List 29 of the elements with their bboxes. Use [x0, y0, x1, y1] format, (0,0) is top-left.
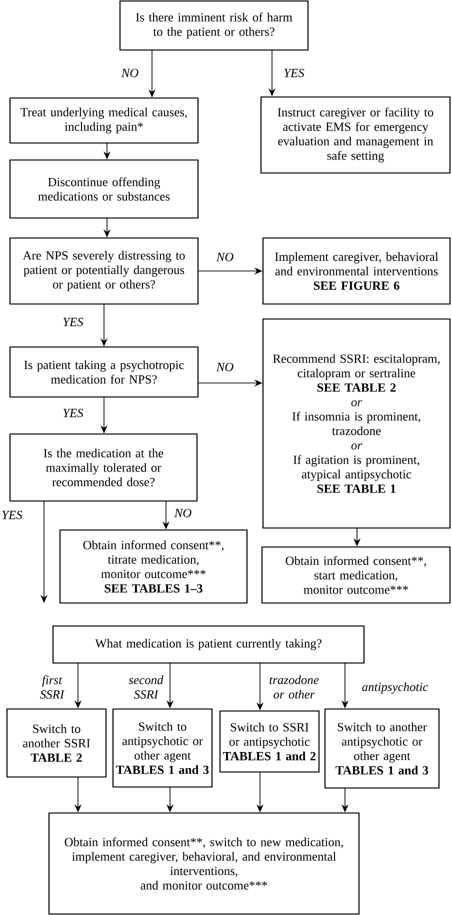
edge-label: YES [282, 68, 306, 78]
question-box: Is there imminent risk of harm to the patient or others? [119, 0, 309, 51]
question-box: Is patient taking a psychotropic medication for NPS? [9, 346, 199, 398]
edge-label: first SSRI [36, 674, 68, 700]
action-box: Switch to another SSRI TABLE 2 [6, 708, 107, 778]
action-box: Obtain informed consent**, switch to new medication, implement caregiver, behavioral, and environmental interventions, and monitor outcome*** [48, 812, 360, 915]
action-box: Obtain informed consent**, start medication, monitor outcome*** [261, 546, 451, 604]
action-box: Switch to another antipsychotic or other agent TABLES 1 and 3 [324, 708, 440, 789]
question-box: Are NPS severely distressing to patient or potentially dangerous or patient or others? [9, 237, 199, 305]
edge-label: NO [215, 362, 235, 372]
edge-label: NO [173, 508, 193, 518]
action-box: Discontinue offending medications or substances [9, 159, 199, 219]
question-box: What medication is patient currently taking? [52, 625, 365, 664]
edge-label: antipsychotic [360, 681, 430, 695]
edge-label: second SSRI [125, 674, 167, 700]
action-box: Recommend SSRI: escitalopram, citalopram or sertraline SEE TABLE 2 or If insomnia is prominent, trazodone or If agitation is prominent, atypical antipsychotic SEE TABLE 1 [262, 318, 451, 529]
edge-label: trazodone or other [267, 674, 321, 700]
action-box: Obtain informed consent**, titrate medication, monitor outcome*** SEE TABLES 1–3 [59, 529, 248, 604]
edge-label: NO [215, 252, 235, 262]
edge-label: YES [62, 408, 84, 418]
action-box: Treat underlying medical causes, including pain* [9, 97, 199, 144]
question-box: Is the medication at the maximally tolerated or recommended dose? [9, 433, 198, 502]
action-box: Switch to antipsychotic or other agent TABLES 1 and 3 [112, 708, 213, 788]
edge-label: YES [62, 316, 84, 328]
action-box: Instruct caregiver or facility to activate EMS for emergency evaluation and management in safe setting [260, 96, 451, 174]
edge-label: YES [0, 510, 24, 520]
edge-label: NO [120, 68, 140, 78]
action-box: Switch to SSRI or antipsychotic TABLES 1 and 2 [219, 710, 320, 773]
action-box: Implement caregiver, behavioral and environmental interventions SEE FIGURE 6 [262, 237, 451, 305]
